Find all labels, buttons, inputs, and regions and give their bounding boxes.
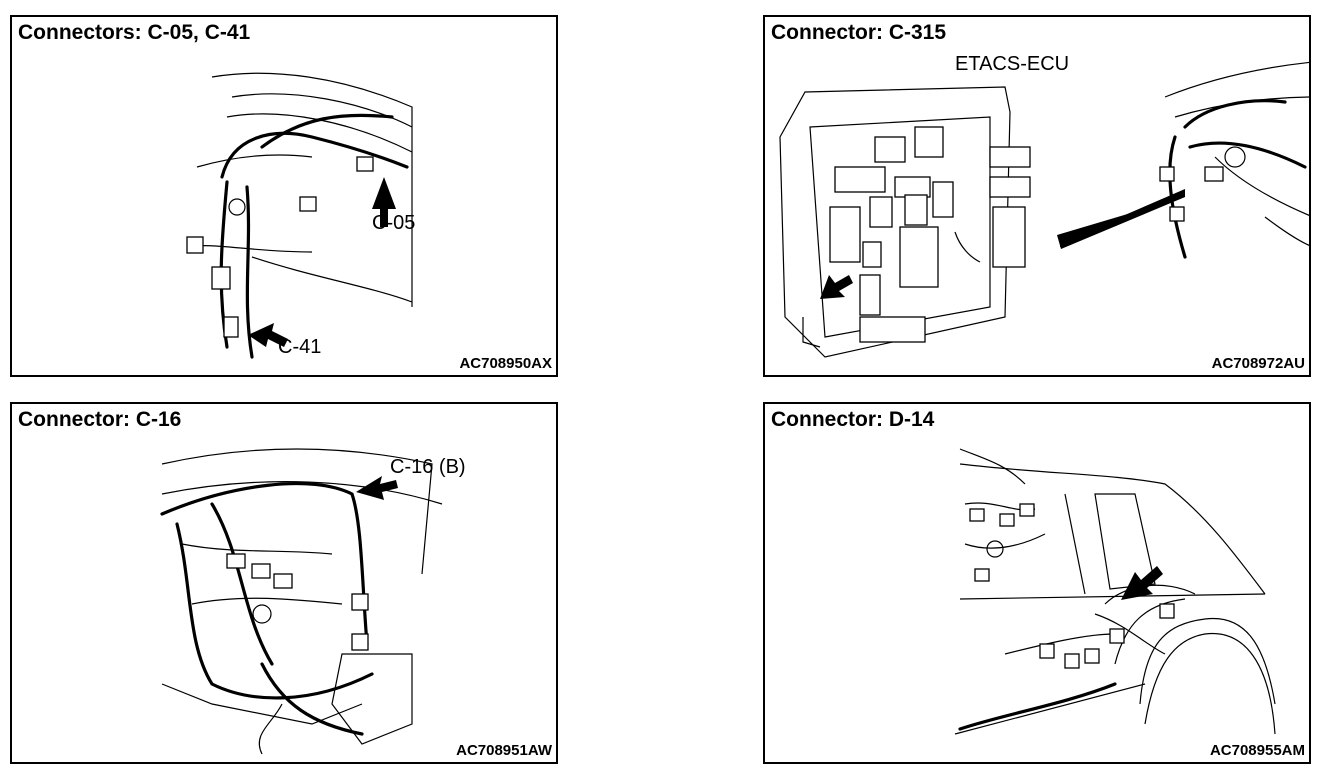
diagram-panel-c315: Connector: C-315 ETACS-ECU — [763, 15, 1311, 377]
wiring-harness-illustration — [186, 72, 413, 359]
figure-code: AC708951AW — [456, 742, 552, 759]
panel-title: Connector: C-315 — [771, 21, 947, 44]
diagram-panel-c16: Connector: C-16 C-16 (B) AC708951AW — [10, 402, 558, 764]
diagram-panel-c05-c41: Connectors: C-05, C-41 C-05 C-41 AC70895… — [10, 15, 558, 377]
panel-title: Connector: C-16 — [18, 408, 182, 431]
panel-title: Connector: D-14 — [771, 408, 935, 431]
vehicle-wiring-illustration — [954, 448, 1276, 735]
wiring-harness-illustration — [160, 448, 443, 755]
figure-code: AC708972AU — [1211, 355, 1305, 372]
panel-title: Connectors: C-05, C-41 — [18, 21, 251, 44]
diagram-panel-d14: Connector: D-14 AC708955AM — [763, 402, 1311, 764]
c16b-label: C-16 (B) — [390, 456, 466, 478]
figure-code: AC708950AX — [459, 355, 552, 372]
c41-label: C-41 — [278, 336, 322, 358]
c05-label: C-05 — [372, 212, 416, 234]
figure-code: AC708955AM — [1209, 742, 1305, 759]
etacs-ecu-illustration — [779, 61, 1309, 358]
etacs-ecu-label: ETACS-ECU — [955, 53, 1070, 75]
